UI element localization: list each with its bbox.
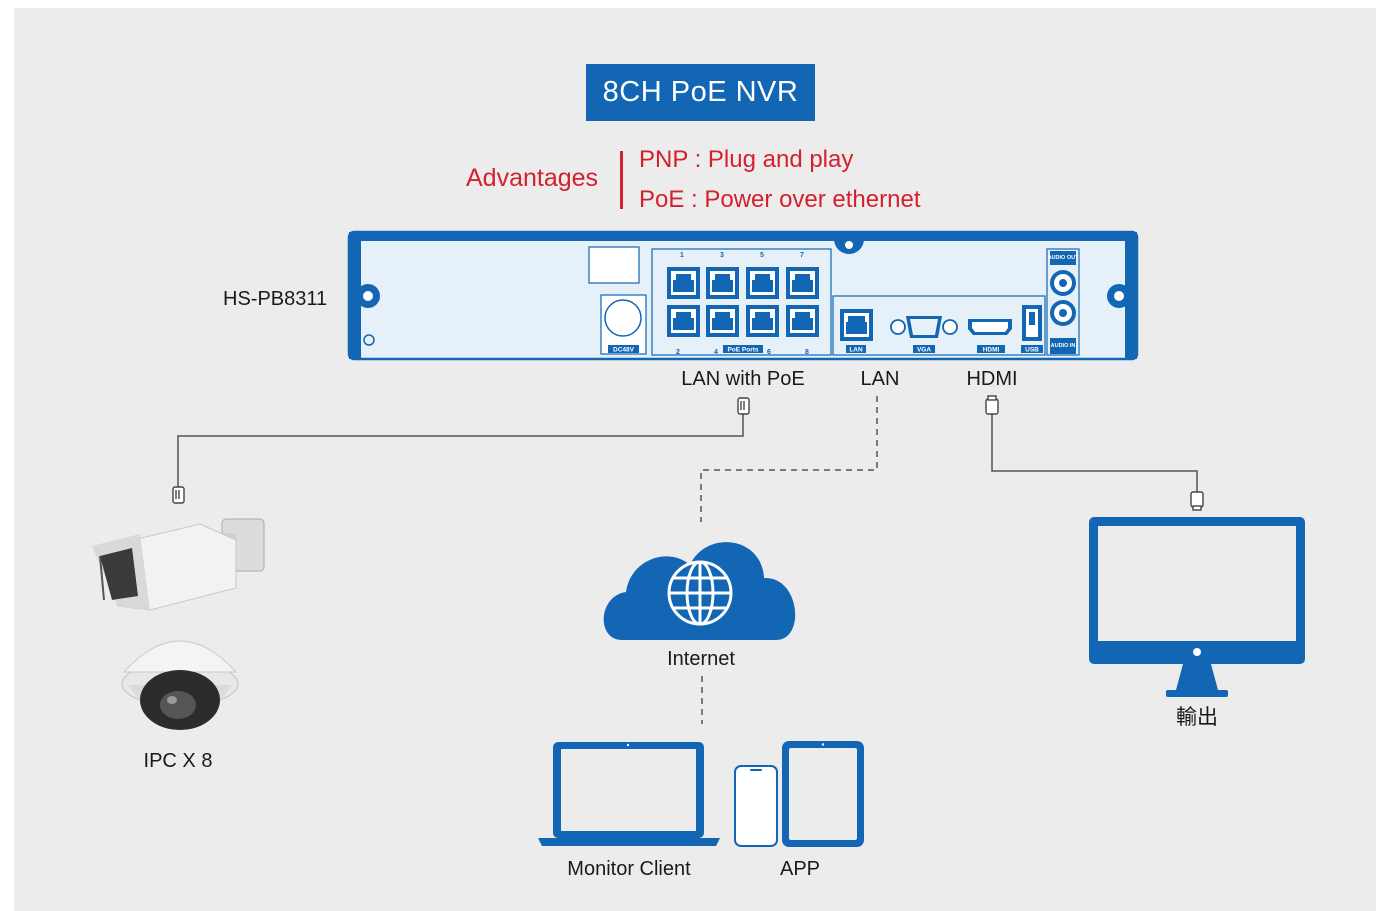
ipc-label: IPC X 8 xyxy=(144,750,213,772)
poe-port-icon xyxy=(746,305,779,337)
device-model: HS-PB8311 xyxy=(223,288,327,310)
page-title: 8CH PoE NVR xyxy=(586,64,815,121)
laptop-icon xyxy=(538,742,720,846)
advantage-item-pnp: PNP : Plug and play xyxy=(639,146,854,173)
usb-panel-label: USB xyxy=(1025,347,1039,354)
lan-dashed-cable xyxy=(700,396,878,724)
port-number-3: 3 xyxy=(720,252,724,259)
port-number-2: 2 xyxy=(676,349,680,356)
monitor-icon xyxy=(1089,517,1305,697)
globe-icon xyxy=(667,560,733,626)
port-number-6: 6 xyxy=(767,349,771,356)
dome-camera-icon xyxy=(121,640,239,730)
poe-port-icon xyxy=(786,267,819,299)
rj45-plug-icon xyxy=(737,397,750,415)
vga-panel-label: VGA xyxy=(917,347,931,354)
poe-port-icon xyxy=(706,267,739,299)
port-number-8: 8 xyxy=(805,349,809,356)
rj45-plug-icon xyxy=(172,486,185,504)
app-label: APP xyxy=(780,858,820,880)
audio-in-jack-icon xyxy=(1050,300,1076,326)
poe-port-icon xyxy=(667,305,700,337)
nvr-device: DC48V 1 3 5 7 2 4 6 8 PoE Ports LAN xyxy=(347,230,1139,361)
dc-power-label: DC48V xyxy=(613,347,635,354)
poe-port-icon xyxy=(667,267,700,299)
poe-ports-label: PoE Ports xyxy=(727,347,758,354)
port-number-5: 5 xyxy=(760,252,764,259)
poe-cable xyxy=(177,413,744,487)
poe-port-icon xyxy=(746,267,779,299)
vga-port-icon xyxy=(890,316,958,338)
hdmi-plug-icon xyxy=(1190,491,1204,511)
advantage-item-poe: PoE : Power over ethernet xyxy=(639,186,921,213)
hdmi-plug-icon xyxy=(985,395,999,415)
smartphone-icon xyxy=(734,765,778,847)
audio-out-label: AUDIO OUT xyxy=(1048,255,1080,261)
label-lan-with-poe: LAN with PoE xyxy=(681,368,804,390)
tablet-icon xyxy=(782,741,864,847)
label-hdmi: HDMI xyxy=(966,368,1017,390)
output-label: 輸出 xyxy=(1176,706,1218,729)
internet-label: Internet xyxy=(667,648,735,670)
advantages-divider xyxy=(620,151,623,209)
label-lan: LAN xyxy=(861,368,900,390)
hdmi-panel-label: HDMI xyxy=(983,347,1000,354)
lan-port-icon xyxy=(840,309,873,341)
poe-port-icon xyxy=(786,305,819,337)
lan-panel-label: LAN xyxy=(849,347,863,354)
port-number-4: 4 xyxy=(714,349,718,356)
hdmi-cable xyxy=(991,414,1198,492)
port-number-7: 7 xyxy=(800,252,804,259)
usb-port-icon xyxy=(1022,305,1042,341)
audio-out-jack-icon xyxy=(1050,270,1076,296)
hdmi-port-icon xyxy=(968,319,1012,335)
port-number-1: 1 xyxy=(680,252,684,259)
advantages-label: Advantages xyxy=(466,164,599,192)
audio-in-label: AUDIO IN xyxy=(1051,343,1076,349)
poe-port-icon xyxy=(706,305,739,337)
monitor-client-label: Monitor Client xyxy=(567,858,691,880)
bullet-camera-icon xyxy=(92,518,265,611)
